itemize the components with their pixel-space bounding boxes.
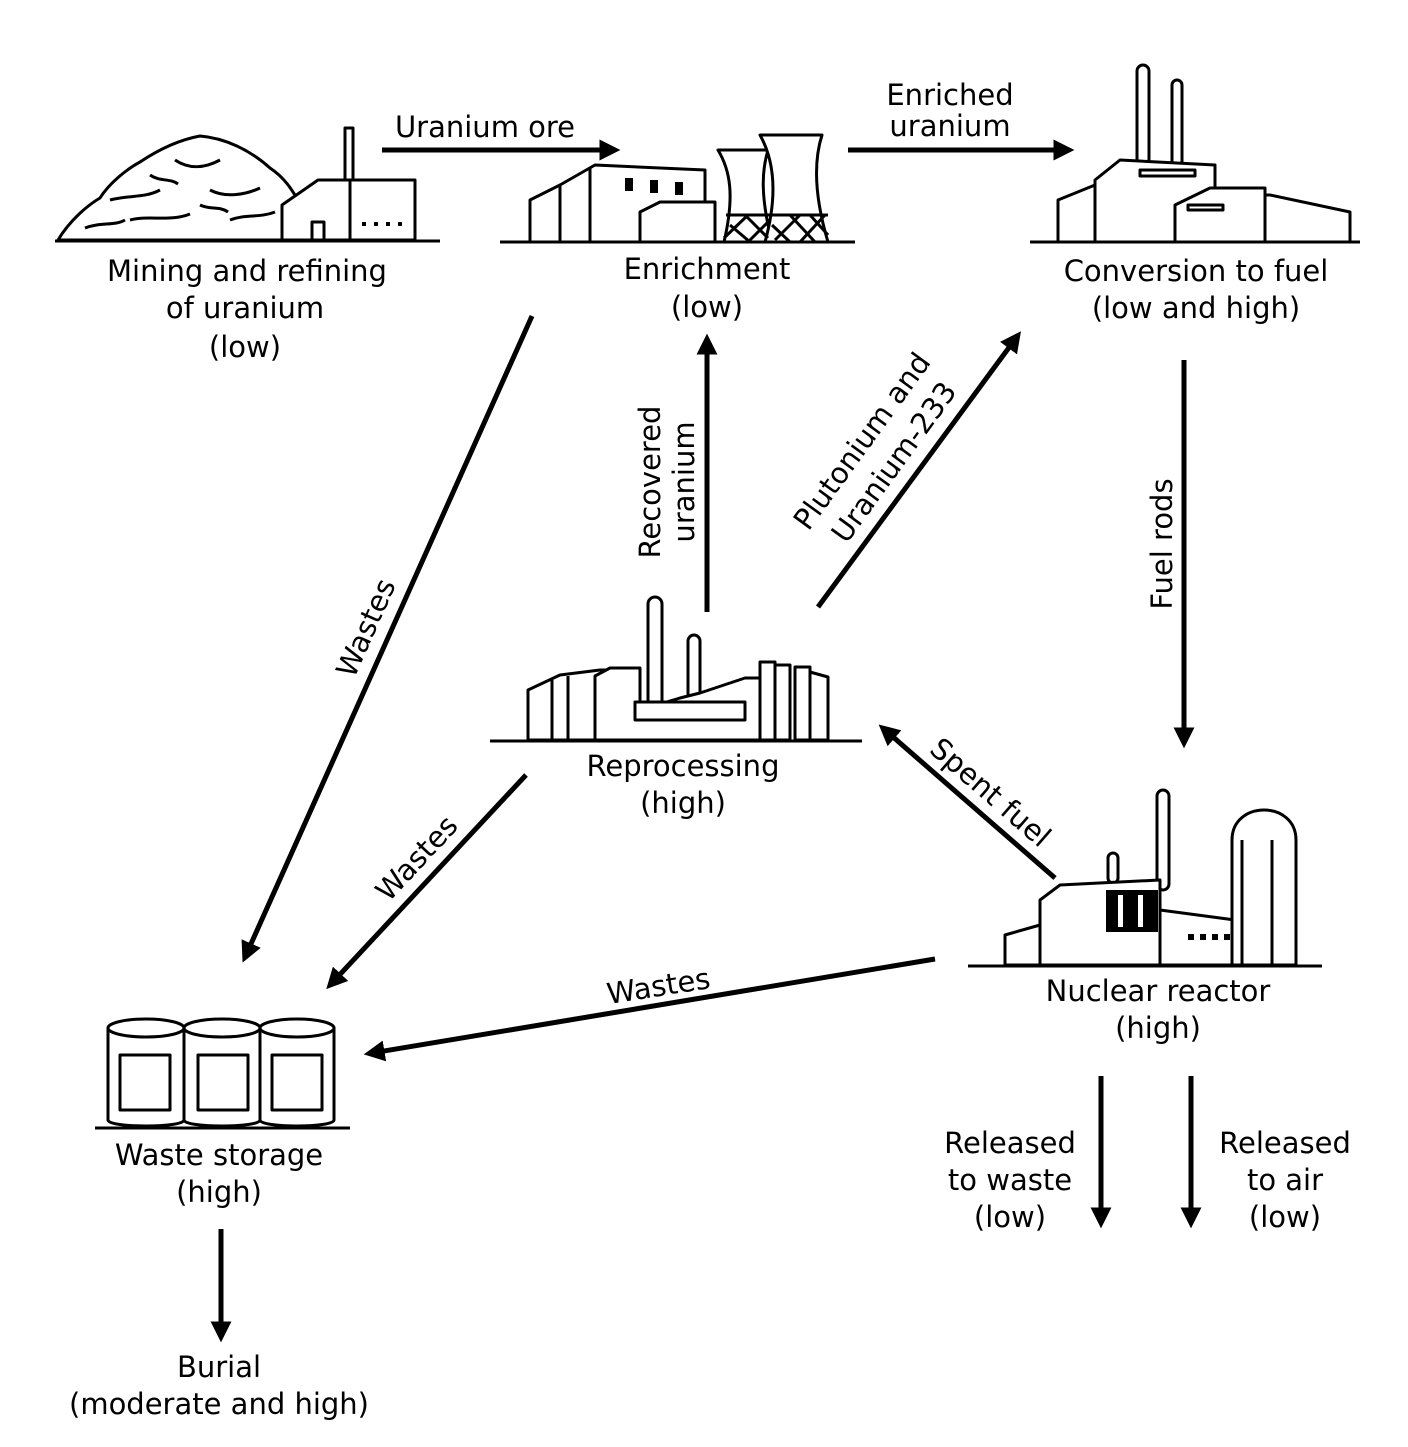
waste-storage-illustration [95, 1017, 350, 1130]
reactor-label-line1: Nuclear reactor [1046, 974, 1271, 1008]
flow-label-released-waste-line2: to waste [948, 1163, 1072, 1197]
reactor-illustration [968, 788, 1322, 968]
conversion-illustration [1030, 63, 1360, 244]
flow-label-recovered-line1: Recovered [633, 406, 667, 559]
stage-label-storage: Waste storage (high) [115, 1138, 323, 1209]
arrow-plutonium [815, 331, 1021, 609]
mining-label-line1: Mining and refining [107, 254, 387, 288]
flow-label-spent-fuel: Spent fuel [924, 731, 1058, 854]
stage-label-mining: Mining and refining of uranium (low) [107, 254, 387, 364]
flow-label-uranium-ore: Uranium ore [395, 110, 575, 144]
reactor-label-line2: (high) [1115, 1011, 1201, 1045]
arrow-wastes-reactor [363, 956, 936, 1062]
arrow-wastes-reprocessing [326, 773, 528, 990]
stage-label-conversion: Conversion to fuel (low and high) [1064, 254, 1329, 325]
stage-label-enrichment: Enrichment (low) [624, 252, 791, 324]
stage-label-reprocessing: Reprocessing (high) [587, 749, 780, 820]
arrow-spent-fuel [878, 724, 1057, 880]
enrichment-label-line2: (low) [671, 290, 743, 324]
reprocessing-label-line1: Reprocessing [587, 749, 780, 783]
storage-label-line1: Waste storage [115, 1138, 323, 1172]
storage-label-line2: (high) [176, 1175, 262, 1209]
conversion-label-line2: (low and high) [1092, 291, 1300, 325]
flow-label-released-air-line2: to air [1247, 1163, 1323, 1197]
conversion-label-line1: Conversion to fuel [1064, 254, 1329, 288]
flow-label-recovered-line2: uranium [667, 421, 701, 542]
flow-label-enriched-line2: uranium [889, 109, 1010, 143]
enrichment-illustration [500, 133, 855, 244]
flow-label-released-air-line1: Released [1219, 1126, 1351, 1160]
reprocessing-label-line2: (high) [640, 786, 726, 820]
flow-label-released-waste-line3: (low) [974, 1200, 1046, 1234]
flow-label-enriched-line1: Enriched [886, 78, 1013, 112]
flow-label-released-air-line3: (low) [1249, 1200, 1321, 1234]
mining-label-line3: (low) [209, 330, 281, 364]
stage-label-burial: Burial (moderate and high) [69, 1350, 369, 1421]
flow-arrows [210, 139, 1202, 1343]
arrow-wastes-mining [241, 314, 535, 963]
burial-label-line1: Burial [177, 1350, 261, 1384]
enrichment-label-line1: Enrichment [624, 252, 791, 286]
reprocessing-illustration [490, 595, 862, 743]
stage-label-reactor: Nuclear reactor (high) [1046, 974, 1271, 1045]
mining-label-line2: of uranium [166, 291, 324, 325]
burial-label-line2: (moderate and high) [69, 1387, 369, 1421]
flow-label-released-waste-line1: Released [944, 1126, 1076, 1160]
flow-label-fuel-rods: Fuel rods [1145, 478, 1179, 609]
mining-illustration [55, 126, 440, 243]
